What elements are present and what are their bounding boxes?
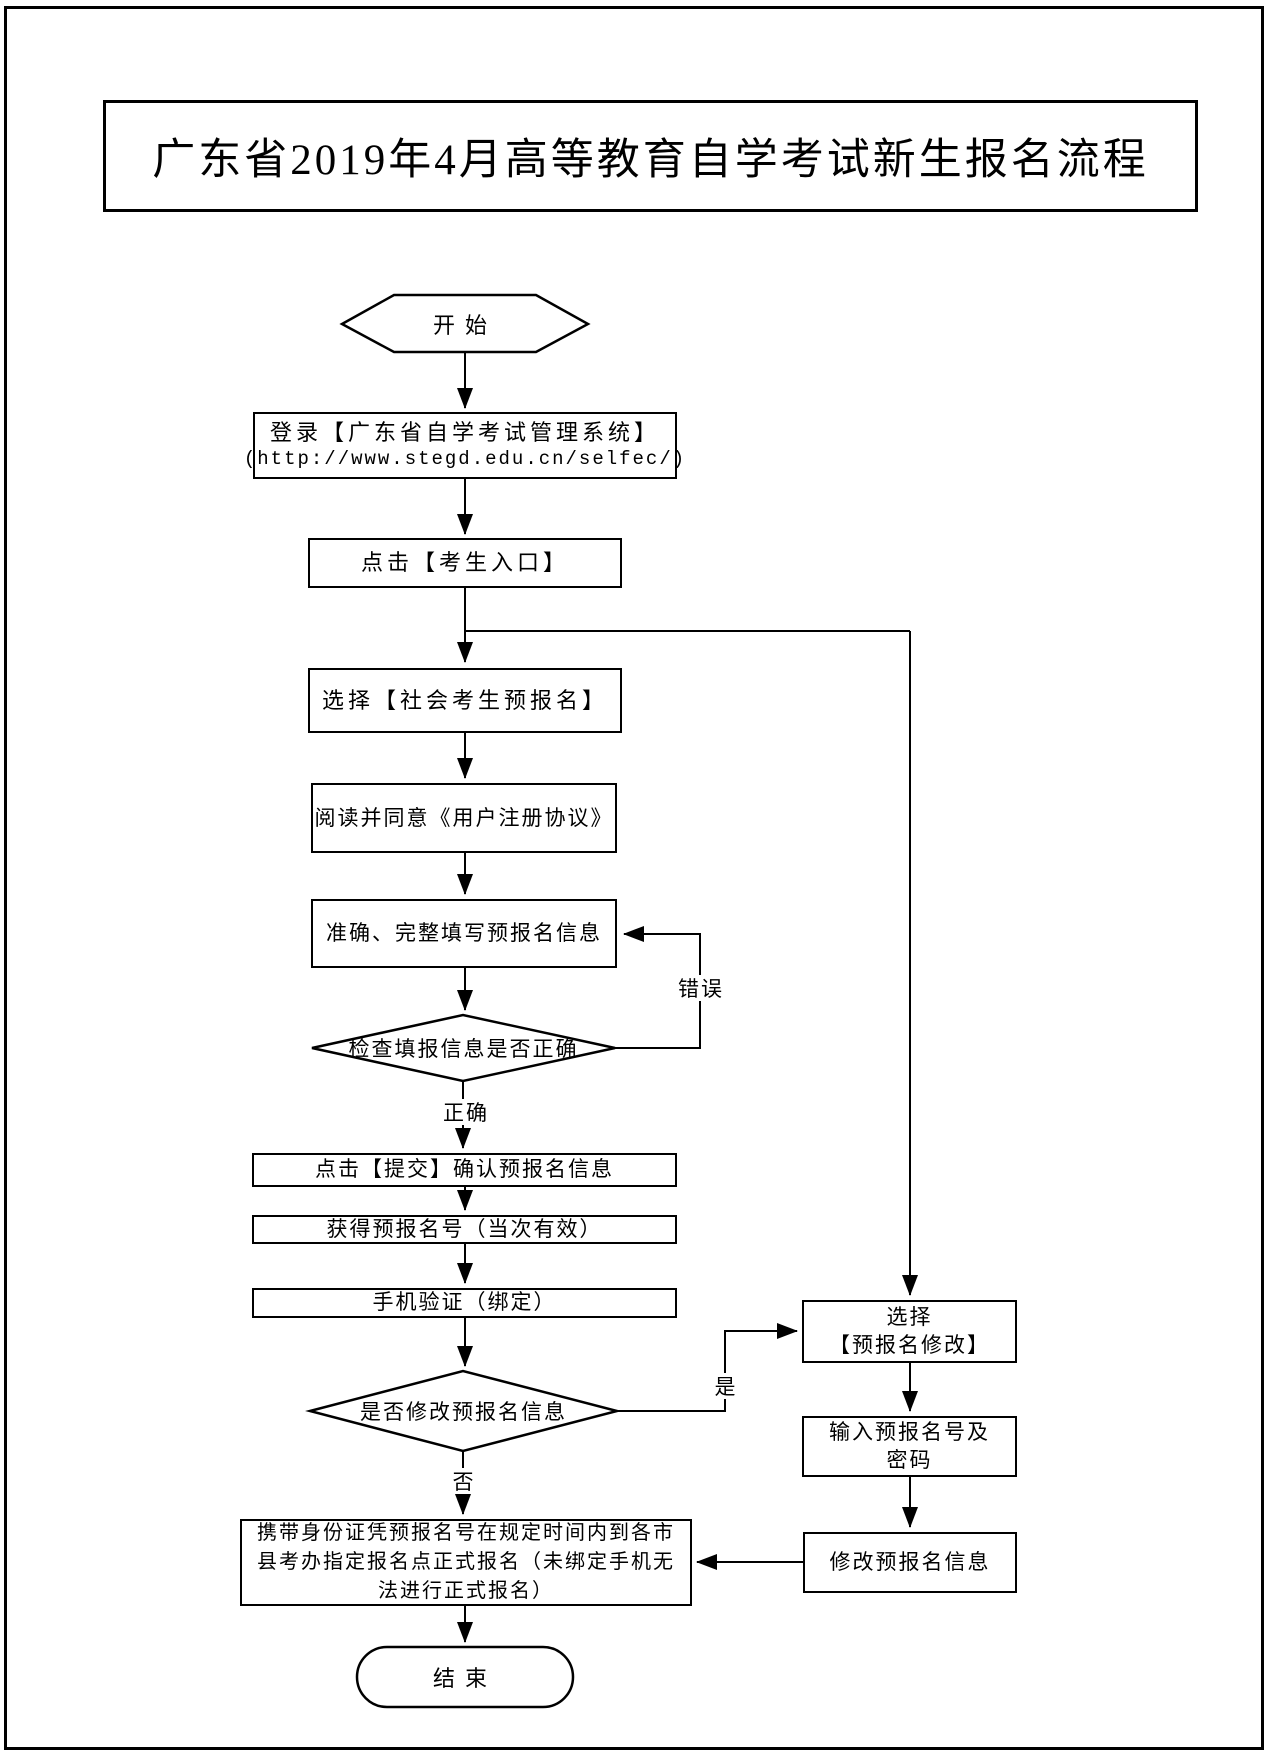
edge-label-no: 否	[445, 1468, 483, 1494]
end-node: 结束	[357, 1647, 573, 1707]
start-hexagon	[339, 293, 591, 354]
end-stadium	[355, 1645, 575, 1709]
modify-decision-node: 是否修改预报名信息	[310, 1371, 617, 1451]
start-node: 开始	[342, 295, 588, 352]
node-formal-register: 携带身份证凭预报名号在规定时间内到各市 县考办指定报名点正式报名（未绑定手机无 …	[240, 1519, 692, 1606]
get-number-label: 获得预报名号（当次有效）	[326, 1216, 603, 1241]
node-submit: 点击【提交】确认预报名信息	[252, 1153, 677, 1187]
modify-info-label: 修改预报名信息	[829, 1549, 991, 1574]
modify-decision-label: 是否修改预报名信息	[360, 1400, 567, 1424]
input-number-line2: 密码	[886, 1447, 933, 1472]
node-select-prereg: 选择【社会考生预报名】	[308, 668, 622, 733]
agree-label: 阅读并同意《用户注册协议》	[314, 805, 614, 830]
page-title: 广东省2019年4月高等教育自学考试新生报名流程	[152, 137, 1149, 184]
node-click-entrance: 点击【考生入口】	[308, 538, 622, 588]
check-decision-label: 检查填报信息是否正确	[348, 1037, 579, 1061]
phone-verify-label: 手机验证（绑定）	[372, 1290, 557, 1315]
end-label: 结束	[432, 1666, 497, 1691]
start-label: 开始	[432, 312, 497, 338]
node-fill-info: 准确、完整填写预报名信息	[311, 899, 617, 968]
node-agree: 阅读并同意《用户注册协议》	[311, 783, 617, 853]
edge-label-error: 错误	[670, 975, 732, 1001]
node-phone-verify: 手机验证（绑定）	[252, 1288, 677, 1318]
node-login: 登录【广东省自学考试管理系统】 (http://www.stegd.edu.cn…	[244, 412, 684, 479]
fill-info-label: 准确、完整填写预报名信息	[326, 921, 602, 946]
select-prereg-label: 选择【社会考生预报名】	[321, 687, 608, 713]
edge-yes-branch	[617, 1323, 798, 1412]
check-decision-node: 检查填报信息是否正确	[312, 1015, 615, 1081]
select-modify-line1: 选择	[886, 1305, 933, 1330]
select-modify-line2: 【预报名修改】	[829, 1332, 990, 1357]
edge-label-correct: 正确	[435, 1099, 497, 1125]
node-input-number: 输入预报名号及 密码	[802, 1416, 1017, 1477]
title-box: 广东省2019年4月高等教育自学考试新生报名流程	[103, 100, 1198, 212]
click-entrance-label: 点击【考生入口】	[360, 550, 569, 576]
edge-label-yes: 是	[707, 1373, 745, 1399]
login-line1: 登录【广东省自学考试管理系统】	[269, 419, 660, 445]
submit-label: 点击【提交】确认预报名信息	[315, 1157, 614, 1182]
node-select-modify: 选择 【预报名修改】	[802, 1300, 1017, 1363]
node-get-number: 获得预报名号（当次有效）	[252, 1215, 677, 1244]
formal-line1: 携带身份证凭预报名号在规定时间内到各市	[257, 1522, 675, 1544]
node-modify-info: 修改预报名信息	[803, 1532, 1017, 1593]
login-url: (http://www.stegd.edu.cn/selfec/)	[243, 448, 687, 471]
formal-line3: 法进行正式报名）	[378, 1580, 554, 1602]
formal-line2: 县考办指定报名点正式报名（未绑定手机无	[257, 1551, 675, 1573]
input-number-line1: 输入预报名号及	[829, 1420, 990, 1445]
check-decision-diamond	[311, 1013, 616, 1083]
modify-decision-diamond	[305, 1369, 622, 1453]
